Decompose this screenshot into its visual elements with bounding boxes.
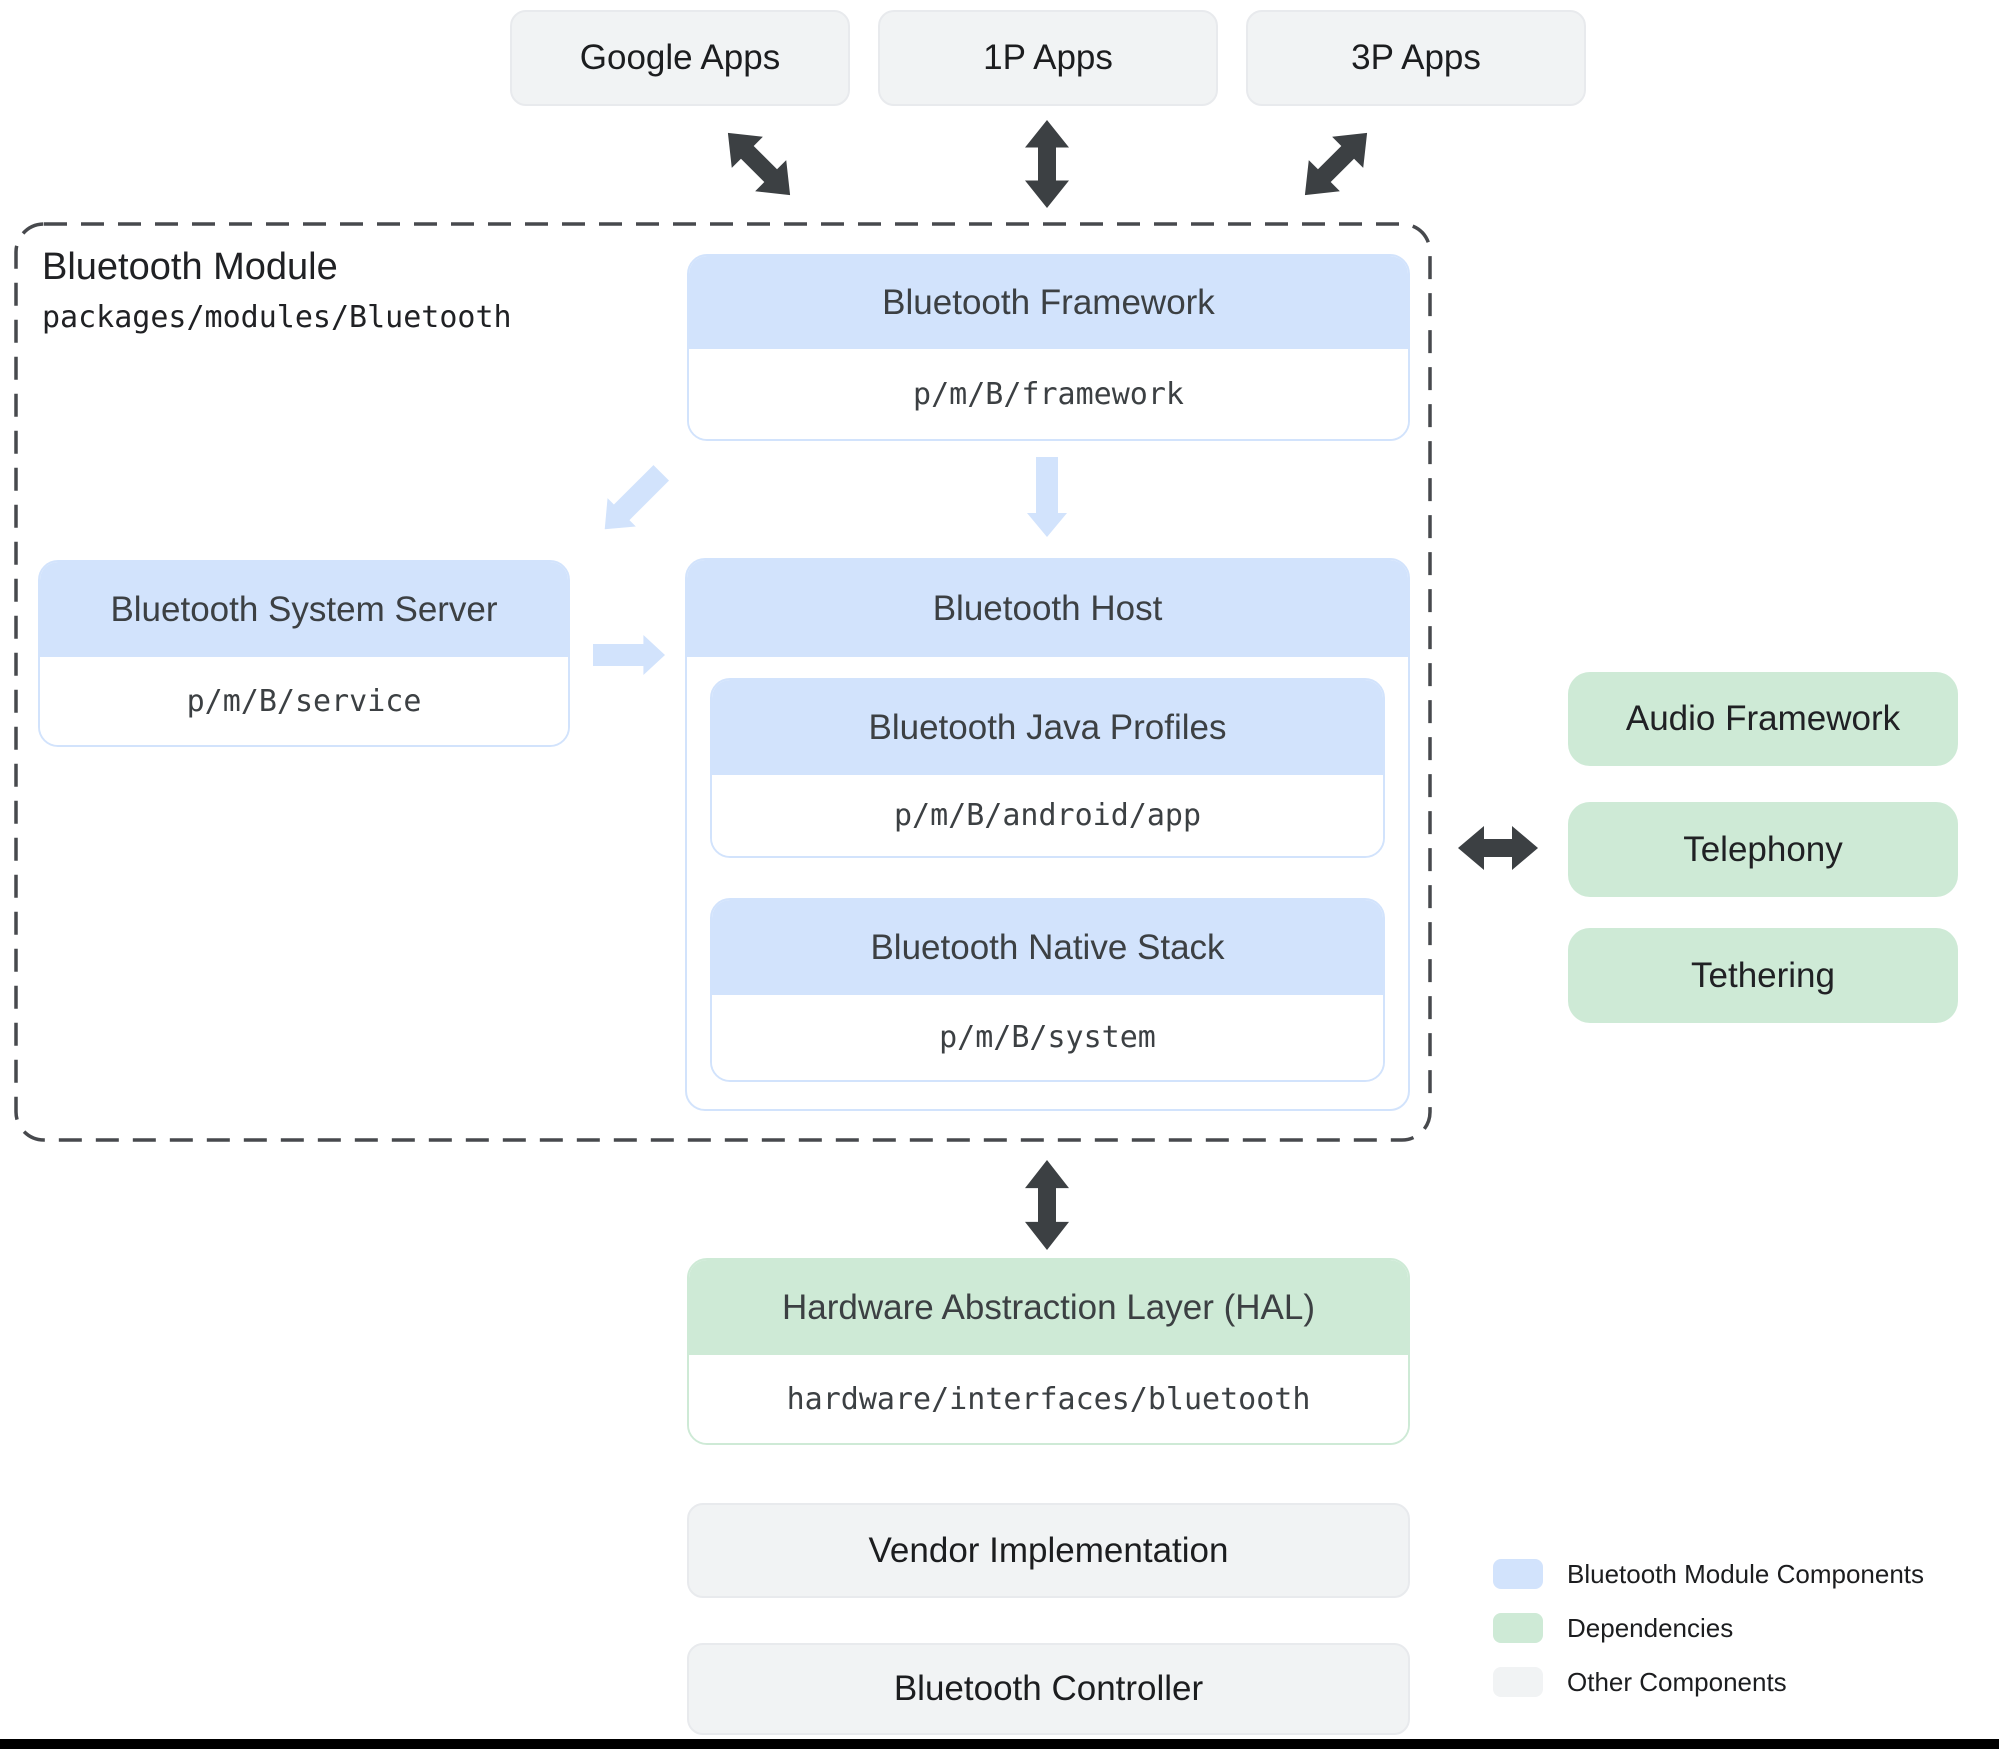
legend-label: Bluetooth Module Components bbox=[1567, 1558, 1925, 1589]
bluetooth-system-server-path: p/m/B/service bbox=[40, 657, 568, 745]
down-arrow-icon bbox=[1027, 457, 1067, 537]
tethering-box: Tethering bbox=[1568, 928, 1958, 1023]
hal-title: Hardware Abstraction Layer (HAL) bbox=[689, 1260, 1408, 1355]
bluetooth-host-title: Bluetooth Host bbox=[687, 560, 1408, 657]
bluetooth-system-server-box: Bluetooth System Server p/m/B/service bbox=[38, 560, 570, 747]
double-arrow-horizontal-icon bbox=[1458, 826, 1538, 870]
bluetooth-native-stack-title: Bluetooth Native Stack bbox=[712, 900, 1383, 995]
bluetooth-module-container bbox=[14, 222, 1432, 1142]
third-party-apps-label: 3P Apps bbox=[1351, 38, 1481, 77]
bluetooth-controller-label: Bluetooth Controller bbox=[893, 1669, 1204, 1708]
telephony-label: Telephony bbox=[1683, 829, 1843, 869]
green-swatch-icon bbox=[1493, 1613, 1543, 1643]
hal-box: Hardware Abstraction Layer (HAL) hardwar… bbox=[687, 1258, 1410, 1445]
tethering-label: Tethering bbox=[1691, 955, 1835, 995]
double-arrow-icon bbox=[1025, 1160, 1069, 1250]
bluetooth-framework-path: p/m/B/framework bbox=[689, 349, 1408, 439]
bluetooth-framework-box: Bluetooth Framework p/m/B/framework bbox=[687, 254, 1410, 441]
module-title: Bluetooth Module bbox=[42, 246, 338, 288]
bluetooth-java-profiles-box: Bluetooth Java Profiles p/m/B/android/ap… bbox=[710, 678, 1385, 858]
module-path: packages/modules/Bluetooth bbox=[42, 300, 512, 335]
double-arrow-icon bbox=[1289, 117, 1382, 210]
telephony-box: Telephony bbox=[1568, 802, 1958, 897]
google-apps-box: Google Apps bbox=[510, 10, 850, 106]
double-arrow-icon bbox=[1025, 120, 1069, 208]
legend-item-other-components: Other Components bbox=[1493, 1667, 1787, 1697]
hal-path: hardware/interfaces/bluetooth bbox=[689, 1355, 1408, 1443]
down-left-arrow-icon bbox=[591, 459, 676, 544]
blue-swatch-icon bbox=[1493, 1559, 1543, 1589]
audio-framework-box: Audio Framework bbox=[1568, 672, 1958, 766]
bottom-edge-bar bbox=[0, 1739, 1999, 1749]
bluetooth-java-profiles-title: Bluetooth Java Profiles bbox=[712, 680, 1383, 775]
right-arrow-icon bbox=[593, 635, 665, 675]
bluetooth-system-server-title: Bluetooth System Server bbox=[40, 562, 568, 657]
vendor-implementation-label: Vendor Implementation bbox=[868, 1530, 1229, 1570]
first-party-apps-label: 1P Apps bbox=[983, 38, 1113, 77]
bluetooth-framework-title: Bluetooth Framework bbox=[689, 256, 1408, 349]
legend-label: Dependencies bbox=[1567, 1612, 1734, 1643]
legend-item-module-components: Bluetooth Module Components bbox=[1493, 1559, 1924, 1589]
vendor-implementation-box: Vendor Implementation bbox=[687, 1503, 1410, 1598]
bluetooth-controller-box: Bluetooth Controller bbox=[687, 1643, 1410, 1735]
bluetooth-java-profiles-path: p/m/B/android/app bbox=[712, 775, 1383, 856]
legend-label: Other Components bbox=[1567, 1666, 1787, 1697]
audio-framework-label: Audio Framework bbox=[1625, 699, 1901, 738]
google-apps-label: Google Apps bbox=[579, 38, 781, 77]
bluetooth-native-stack-path: p/m/B/system bbox=[712, 995, 1383, 1080]
gray-swatch-icon bbox=[1493, 1667, 1543, 1697]
legend-item-dependencies: Dependencies bbox=[1493, 1613, 1733, 1643]
third-party-apps-box: 3P Apps bbox=[1246, 10, 1586, 106]
bluetooth-native-stack-box: Bluetooth Native Stack p/m/B/system bbox=[710, 898, 1385, 1082]
double-arrow-icon bbox=[712, 117, 805, 210]
first-party-apps-box: 1P Apps bbox=[878, 10, 1218, 106]
